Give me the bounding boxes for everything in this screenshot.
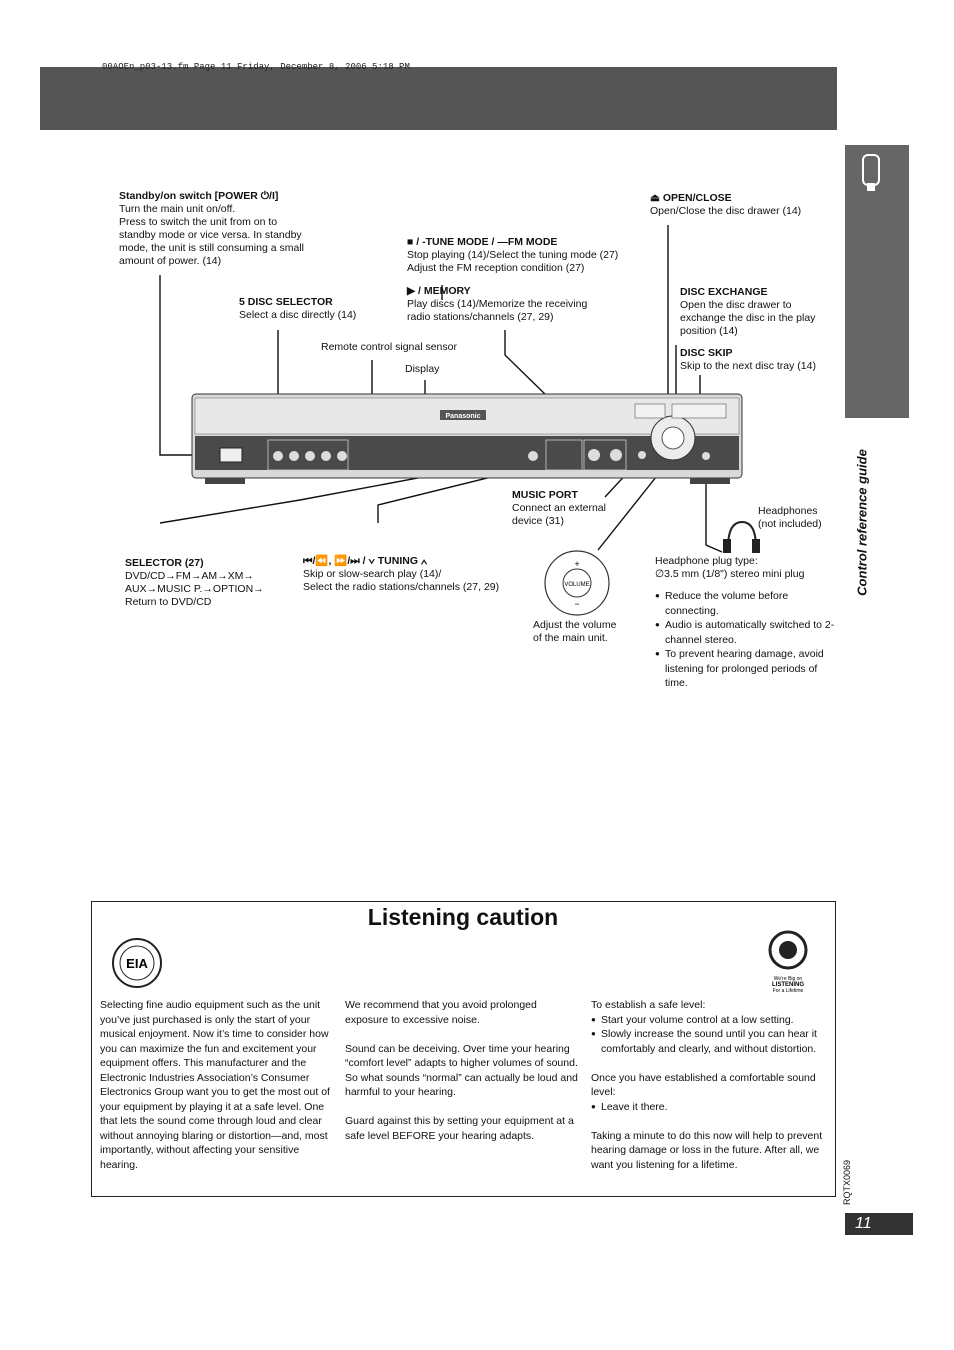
list-item: Slowly increase the sound until you can … — [591, 1027, 827, 1056]
callout-headphones: Headphones (not included) — [758, 505, 822, 530]
callout-music-port: MUSIC PORT Connect an external device (3… — [512, 489, 606, 527]
plug-bullets: Reduce the volume before connecting. Aud… — [655, 589, 835, 691]
svg-text:−: − — [574, 599, 579, 609]
callout-memory: ▶ / MEMORY Play discs (14)/Memorize the … — [407, 285, 588, 323]
callout-disc-exchange: DISC EXCHANGE Open the disc drawer to ex… — [680, 286, 816, 337]
list-item: Reduce the volume before connecting. — [655, 589, 835, 618]
callout-standby: Standby/on switch [POWER ⏻/I] Turn the m… — [119, 190, 304, 267]
svg-text:For a Lifetime: For a Lifetime — [773, 988, 804, 994]
caution-title: Listening caution — [367, 904, 559, 930]
header-band — [40, 67, 837, 130]
callout-disc-selector: 5 DISC SELECTOR Select a disc directly (… — [239, 296, 357, 321]
listening-logo: We're Big on LISTENING For a Lifetime — [768, 930, 808, 994]
page-number: 11 — [845, 1213, 913, 1235]
caution-box — [91, 901, 836, 1197]
list-item: Start your volume control at a low setti… — [591, 1013, 827, 1028]
callout-selector: SELECTOR (27) DVD/CD→FM→AM→XM→ AUX→MUSIC… — [125, 557, 264, 608]
callout-display: Display — [405, 363, 440, 375]
svg-text:Panasonic: Panasonic — [445, 413, 480, 420]
doc-code: RQTX0069 — [842, 1159, 852, 1205]
headphones-icon — [723, 520, 760, 553]
caution-col-3: To establish a safe level: Start your vo… — [591, 998, 827, 1172]
device-diagram: Panasonic VOLUME + − — [159, 225, 760, 616]
hand-icon — [862, 154, 880, 191]
volume-knob-illustration: VOLUME + − — [544, 550, 610, 616]
callout-tune-mode: ■ / -TUNE MODE / —FM MODE Stop playing (… — [407, 236, 619, 274]
svg-text:LISTENING: LISTENING — [772, 982, 804, 988]
caution-col-2: We recommend that you avoid prolonged ex… — [345, 999, 578, 1142]
list-item: To prevent hearing damage, avoid listeni… — [655, 647, 835, 691]
device-body: Panasonic — [191, 393, 743, 484]
eia-logo: EIA — [112, 938, 162, 988]
callout-disc-skip: DISC SKIP Skip to the next disc tray (14… — [680, 347, 816, 372]
callout-volume: Adjust the volume of the main unit. — [533, 619, 617, 644]
callout-tuning: ⏮/⏪, ⏩/⏭ / ∨ TUNING ∧ Skip or slow-searc… — [303, 555, 500, 593]
svg-text:VOLUME: VOLUME — [564, 582, 589, 588]
svg-text:We're Big on: We're Big on — [774, 976, 803, 982]
list-item: Audio is automatically switched to 2-cha… — [655, 618, 835, 647]
header-meta: 00AOEn_p03-13.fm Page 11 Friday, Decembe… — [102, 62, 410, 72]
svg-text:+: + — [574, 559, 579, 569]
callout-plug: Headphone plug type: ∅3.5 mm (1/8") ster… — [655, 555, 805, 580]
callout-open-close: ⏏ OPEN/CLOSE Open/Close the disc drawer … — [650, 192, 802, 217]
callout-remote-sensor: Remote control signal sensor — [321, 341, 457, 353]
side-tab — [845, 145, 909, 418]
caution-col-1: Selecting fine audio equipment such as t… — [100, 999, 330, 1171]
svg-text:EIA: EIA — [126, 956, 148, 971]
list-item: Leave it there. — [591, 1100, 827, 1115]
